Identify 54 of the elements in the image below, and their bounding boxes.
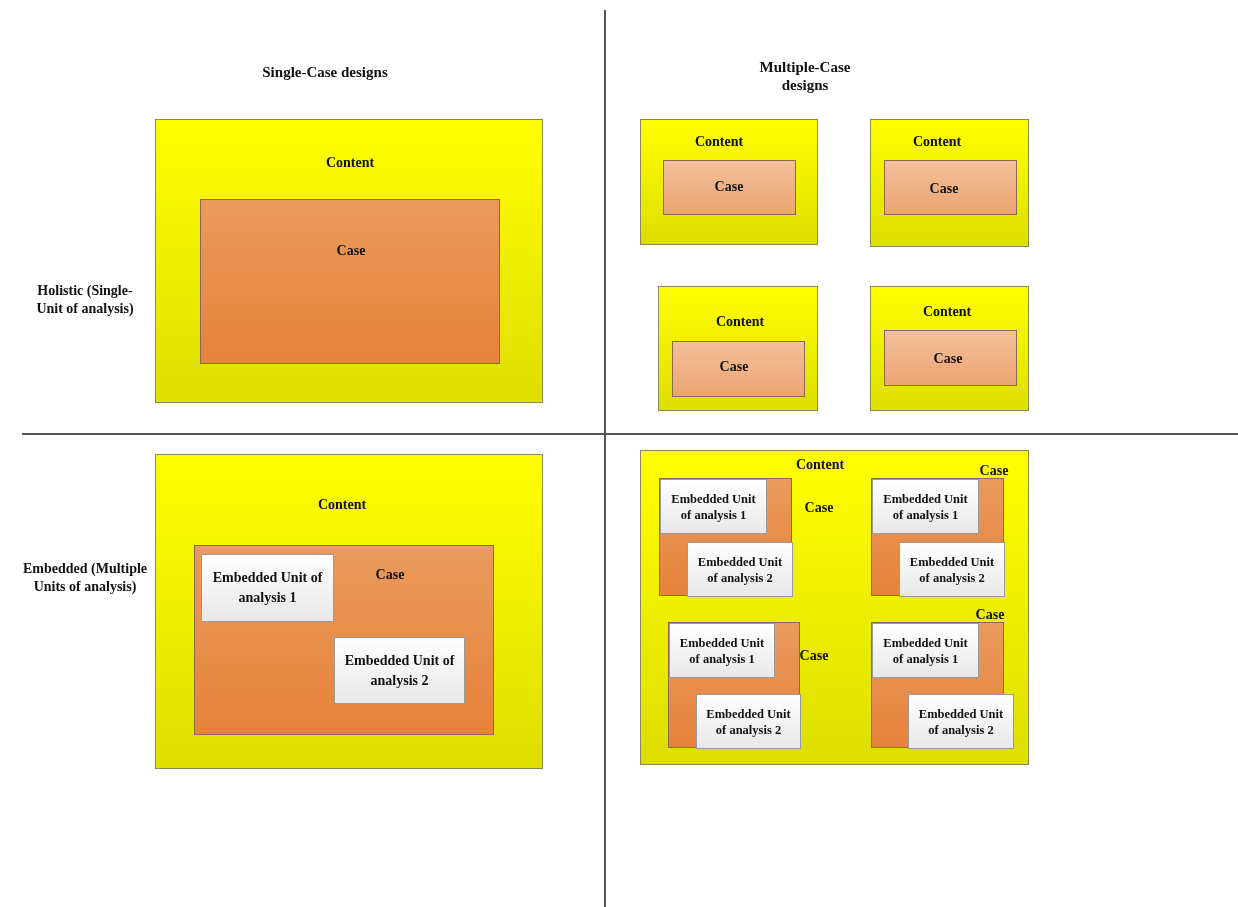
row-heading: Embedded (Multiple Units of analysis) — [21, 560, 149, 596]
unit-box — [669, 623, 775, 678]
case-box — [194, 545, 494, 735]
column-heading: Multiple-Case designs — [758, 58, 852, 94]
case-box — [884, 160, 1017, 215]
case-label: Case — [336, 242, 366, 260]
case-label: Case — [799, 647, 829, 665]
content-label: Content — [795, 456, 845, 474]
case-label: Case — [975, 606, 1005, 624]
unit-box — [872, 479, 979, 534]
case-label: Case — [804, 499, 834, 517]
unit-label: Embedded Unit of analysis 2 — [917, 705, 1005, 738]
content-label: Content — [912, 133, 962, 151]
unit-box — [872, 623, 979, 678]
content-box — [640, 450, 1029, 765]
unit-box — [696, 694, 801, 749]
case-label: Case — [979, 462, 1009, 480]
case-box — [884, 330, 1017, 386]
content-label: Content — [694, 133, 744, 151]
unit-box — [201, 554, 334, 622]
unit-label: Embedded Unit of analysis 1 — [882, 634, 969, 667]
content-box — [155, 454, 543, 769]
case-label: Case — [719, 358, 749, 376]
unit-label: Embedded Unit of analysis 1 — [670, 490, 757, 523]
row-heading: Holistic (Single-Unit of analysis) — [35, 282, 135, 318]
unit-box — [687, 542, 793, 597]
unit-box — [334, 637, 465, 704]
content-box — [870, 286, 1029, 411]
column-heading: Single-Case designs — [261, 63, 389, 81]
content-box — [155, 119, 543, 403]
content-box — [640, 119, 818, 245]
content-label: Content — [325, 154, 375, 172]
unit-label: Embedded Unit of analysis 2 — [343, 651, 456, 690]
case-label: Case — [714, 178, 744, 196]
case-label: Case — [375, 566, 405, 584]
content-label: Content — [922, 303, 972, 321]
content-label: Content — [317, 496, 367, 514]
unit-box — [899, 542, 1005, 597]
case-label: Case — [933, 350, 963, 368]
unit-label: Embedded Unit of analysis 2 — [696, 553, 784, 586]
content-box — [870, 119, 1029, 247]
unit-box — [660, 479, 767, 534]
unit-label: Embedded Unit of analysis 2 — [908, 553, 996, 586]
unit-box — [908, 694, 1014, 749]
case-box — [200, 199, 500, 364]
case-box — [672, 341, 805, 397]
case-label: Case — [929, 180, 959, 198]
unit-label: Embedded Unit of analysis 2 — [705, 705, 792, 738]
content-box — [658, 286, 818, 411]
unit-label: Embedded Unit of analysis 1 — [211, 569, 324, 607]
unit-label: Embedded Unit of analysis 1 — [882, 490, 969, 523]
case-box — [663, 160, 796, 215]
content-label: Content — [715, 313, 765, 331]
unit-label: Embedded Unit of analysis 1 — [678, 634, 766, 667]
